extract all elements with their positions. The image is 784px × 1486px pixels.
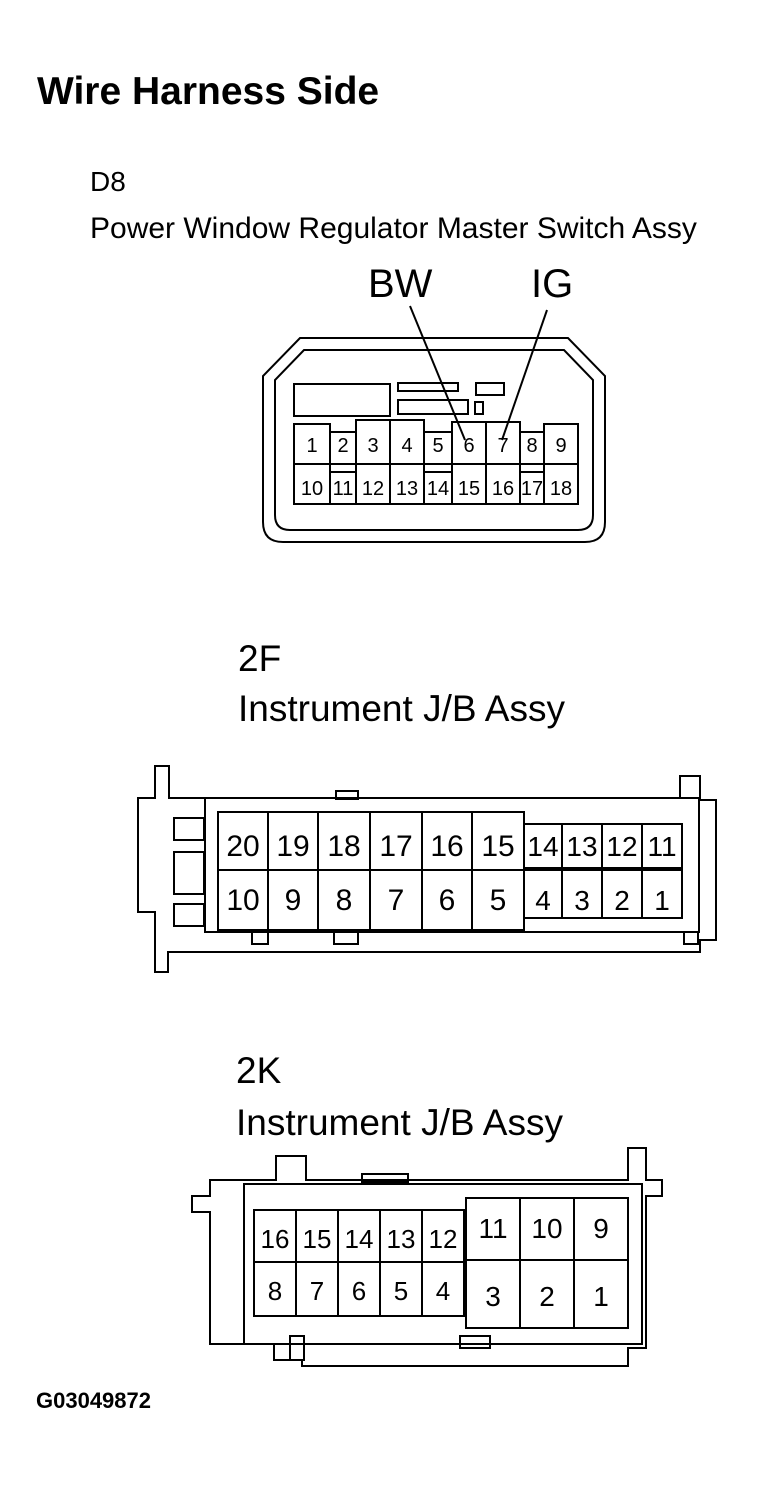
connector-2f-pin-label: 14 <box>527 831 558 862</box>
connector-d8-pin-label: 11 <box>333 478 354 500</box>
connector-d8-pin-label: 2 <box>337 435 348 457</box>
connector-2f-pin-label: 3 <box>574 885 590 916</box>
connector-2f-tab <box>333 931 359 945</box>
connector-2f-pin-label: 8 <box>336 884 353 917</box>
connector-d8-pin-label: 1 <box>306 435 317 457</box>
connector-2f-pin-label: 12 <box>606 831 637 862</box>
connector-2f-pin-label: 15 <box>481 830 514 863</box>
connector-2k-code: 2K <box>236 1050 282 1091</box>
connector-2k-pin-label: 12 <box>429 1224 458 1254</box>
connector-2f-side-slot <box>173 851 205 895</box>
connector-2k-pin-cell <box>573 1259 629 1329</box>
connector-2k-pin-label: 4 <box>436 1276 450 1306</box>
connector-2k-pin-label: 15 <box>303 1224 332 1254</box>
connector-d8-housing-inner <box>274 349 594 531</box>
connector-2k-housing <box>191 1147 663 1367</box>
connector-2k-name: Instrument J/B Assy <box>236 1102 563 1143</box>
connector-2k-pin-label: 10 <box>531 1213 562 1244</box>
connector-2f-pin-label: 18 <box>327 830 360 863</box>
connector-2f-pin-cell <box>641 869 683 919</box>
connector-2f-pin-cell <box>641 823 683 869</box>
connector-d8-pin-label: 10 <box>301 478 323 500</box>
connector-d8-pin-label: 16 <box>492 478 514 500</box>
connector-d8-pin-label: 8 <box>526 435 537 457</box>
connector-d8-pin-label: 4 <box>401 435 412 457</box>
connector-2k-pin-label: 9 <box>593 1213 609 1244</box>
page-title: Wire Harness Side <box>37 70 380 113</box>
connector-d8-pin-label: 14 <box>427 478 449 500</box>
callout-ig: IG <box>531 262 574 306</box>
connector-2k-pin-label: 5 <box>394 1276 408 1306</box>
connector-d8-code: D8 <box>90 166 126 197</box>
connector-2k-tab <box>361 1173 409 1183</box>
connector-2f-pin-label: 5 <box>490 884 507 917</box>
connector-d8-pin-label: 5 <box>432 435 443 457</box>
connector-d8-key-slot <box>397 382 459 392</box>
connector-2k-inner-frame <box>243 1183 643 1345</box>
connector-d8-pin-cell <box>543 463 579 505</box>
connector-d8-key-slot <box>474 401 484 415</box>
connector-2f-pin-label: 4 <box>535 885 551 916</box>
connector-2k-pin-label: 3 <box>485 1281 501 1312</box>
connector-2f-pin-label: 13 <box>566 831 597 862</box>
connector-2f-side-slot <box>173 903 205 927</box>
connector-2k-pin-label: 6 <box>352 1276 366 1306</box>
connector-2k-pin-label: 7 <box>310 1276 324 1306</box>
connector-2f-code: 2F <box>238 638 282 679</box>
connector-2k-tab <box>459 1335 491 1349</box>
connector-2f-pin-label: 6 <box>439 884 456 917</box>
connector-d8-pin-label: 12 <box>362 478 384 500</box>
connector-2f-tab <box>683 931 699 945</box>
connector-d8-pin-label: 7 <box>497 435 508 457</box>
connector-2f-pin-label: 20 <box>226 830 259 863</box>
connector-2f-pin-label: 17 <box>379 830 412 863</box>
callout-line-bw <box>409 305 466 441</box>
connector-2k-pin-label: 14 <box>345 1224 374 1254</box>
connector-d8-pin-label: 15 <box>458 478 480 500</box>
connector-2k-pin-cell <box>421 1261 465 1317</box>
connector-d8-pin-label: 9 <box>555 435 566 457</box>
connector-2f-side-slot <box>173 817 205 841</box>
connector-2k-pin-label: 11 <box>478 1213 507 1244</box>
connector-2f-pin-label: 1 <box>654 885 670 916</box>
connector-2k-pin-label: 2 <box>539 1281 555 1312</box>
connector-d8-key-slot <box>475 382 505 396</box>
connector-2k-pin-label: 16 <box>261 1224 290 1254</box>
connector-d8-pin-label: 6 <box>463 435 474 457</box>
connector-2f-pin-label: 10 <box>226 884 259 917</box>
connector-2f-name: Instrument J/B Assy <box>238 688 565 729</box>
connector-d8-name: Power Window Regulator Master Switch Ass… <box>90 212 697 245</box>
connector-d8-latch <box>293 383 391 417</box>
callout-bw: BW <box>368 262 433 306</box>
connector-2k-tab <box>289 1335 305 1361</box>
connector-2f-pin-label: 9 <box>285 884 302 917</box>
connector-2k-pin-label: 1 <box>593 1281 609 1312</box>
connector-d8-pin-label: 13 <box>396 478 418 500</box>
connector-2f-pin-label: 11 <box>647 831 676 862</box>
connector-2f-pin-label: 2 <box>614 885 630 916</box>
connector-d8-key-slot <box>397 399 469 415</box>
connector-2f-pin-label: 19 <box>276 830 309 863</box>
connector-2f-pin-label: 16 <box>430 830 463 863</box>
connector-d8-pin-label: 17 <box>521 478 543 500</box>
connector-2k-pin-label: 13 <box>387 1224 416 1254</box>
connector-2k-pin-label: 8 <box>268 1276 282 1306</box>
connector-2f-tab <box>251 931 269 945</box>
callout-line-ig <box>501 309 548 441</box>
connector-d8-pin-label: 3 <box>367 435 378 457</box>
connector-d8-pin-label: 18 <box>550 478 572 500</box>
connector-2f-tab <box>335 790 359 800</box>
connector-2f-pin-label: 7 <box>388 884 405 917</box>
connector-d8-housing-outer <box>262 337 606 543</box>
figure-id: G03049872 <box>36 1388 151 1413</box>
